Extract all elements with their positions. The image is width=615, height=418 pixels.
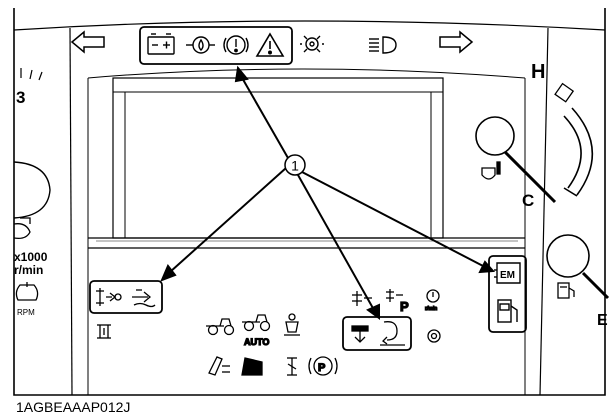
parking-p-glyph: P xyxy=(318,362,325,374)
low-fuel-icon xyxy=(497,299,518,323)
tach-unit-rmin: r/min xyxy=(14,263,43,277)
caution-triangle-icon xyxy=(255,32,285,57)
figure-id: 1AGBEAAAP012J xyxy=(16,399,130,415)
top-warning-lamp-group xyxy=(139,26,293,65)
engine-malfunction-icon xyxy=(494,262,521,284)
lower-left-lamp-group xyxy=(89,280,163,314)
operator-seat-icon xyxy=(284,313,300,336)
dashboard-frame xyxy=(13,8,606,396)
engine-start-icon xyxy=(427,329,441,343)
glow-plug-icon xyxy=(352,291,372,306)
lower-middle-lamp-group xyxy=(342,316,412,351)
fuel-gauge: E xyxy=(546,234,610,329)
hand-lever-icon xyxy=(208,356,230,376)
temp-needle xyxy=(503,150,557,204)
transmission-icon xyxy=(300,35,324,53)
turn-right-arrow-icon xyxy=(439,30,474,54)
middle-indicator-cluster: AUTO P xyxy=(206,313,338,376)
engine-icon xyxy=(13,217,31,240)
callout-leader-lines xyxy=(160,65,496,320)
fuel-empty-label: E xyxy=(597,312,608,329)
tach-dial-arc xyxy=(13,161,51,219)
rpm-label: RPM xyxy=(17,308,35,317)
oil-pressure-icon xyxy=(186,36,215,54)
rpm-icon xyxy=(15,282,39,301)
tractor-auto-icon xyxy=(242,314,271,332)
tach-tick-marks xyxy=(20,68,43,81)
coolant-temp-icon xyxy=(481,161,501,180)
em-label: EM xyxy=(500,270,515,281)
fuel-pump-icon xyxy=(557,282,575,299)
temp-hot-label: H xyxy=(531,61,545,83)
turn-left-arrow-icon xyxy=(70,30,105,54)
rmin-small-label: r/min xyxy=(425,306,437,312)
callout-number: 1 xyxy=(291,158,299,174)
engine-fuel-lamp-group: EM xyxy=(488,255,527,333)
auto-label: AUTO xyxy=(244,337,269,347)
temp-scale-arc-inner xyxy=(563,115,582,189)
hitch-icon xyxy=(241,357,263,376)
temp-cold-label: C xyxy=(522,191,534,210)
water-separator-icon xyxy=(132,289,156,308)
master-warning-icon xyxy=(223,35,249,55)
pto-icon xyxy=(287,357,297,376)
fuel-filter-icon xyxy=(97,324,111,339)
implement-lower-icon xyxy=(351,325,369,343)
tachometer-gauge: 3 x1000 r/min RPM xyxy=(13,68,51,317)
rotation-reset-icon xyxy=(380,321,405,346)
temperature-gauge: H C xyxy=(475,61,594,210)
tach-scale-digit: 3 xyxy=(16,88,25,107)
hot-zone-marker xyxy=(554,82,575,103)
park-p-label: P xyxy=(400,299,409,314)
battery-charge-icon xyxy=(147,33,175,55)
air-filter-icon xyxy=(96,288,122,306)
headlight-icon xyxy=(369,36,397,54)
temp-needle-hub xyxy=(475,116,515,156)
tractor-2wd-icon xyxy=(206,318,235,336)
parking-brake-icon xyxy=(308,356,338,376)
callout-marker: 1 xyxy=(284,154,306,176)
right-indicator-cluster: P r/min xyxy=(352,289,441,343)
parking-mode-icon xyxy=(386,289,403,302)
tach-unit-x1000: x1000 xyxy=(14,250,48,264)
speed-set-icon xyxy=(426,289,440,303)
temp-scale-arc xyxy=(571,107,594,196)
